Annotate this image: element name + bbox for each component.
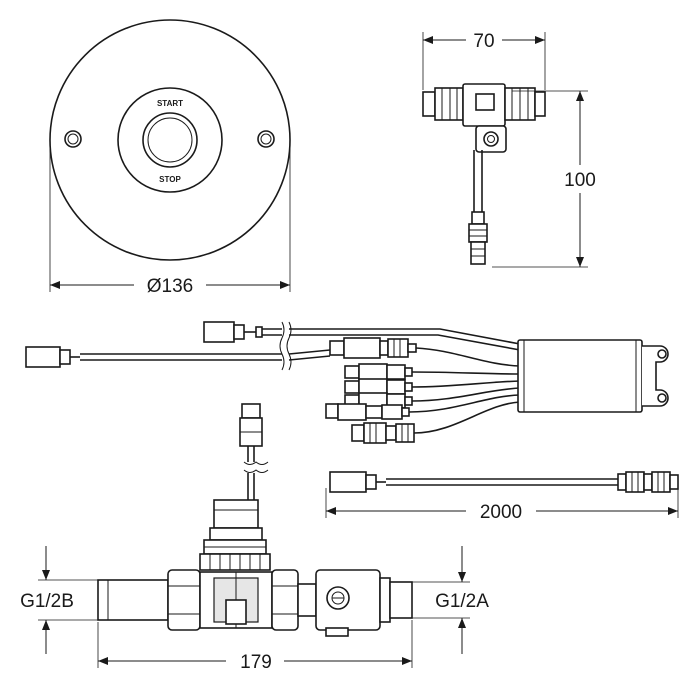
outlet-dimension: G1/2A — [412, 546, 489, 654]
screw-hole-right — [257, 130, 275, 148]
plate-outline — [49, 19, 291, 261]
valve-length-value: 179 — [240, 652, 272, 673]
screw-hole-left — [64, 130, 82, 148]
width-value: 70 — [473, 31, 494, 52]
connector-stack — [325, 337, 417, 444]
inlet-dimension: G1/2B — [20, 546, 100, 654]
cable-length-value: 2000 — [480, 502, 522, 523]
cable-length-dimension: 2000 — [325, 488, 679, 523]
start-label: START — [157, 99, 183, 108]
inlet-thread-label: G1/2B — [20, 591, 74, 612]
button-inner — [147, 117, 193, 163]
diameter-dimension: Ø136 — [49, 140, 291, 297]
valve-length-dimension: 179 — [97, 620, 413, 673]
width-dimension: 70 — [422, 31, 546, 90]
control-module — [517, 339, 669, 413]
height-value: 100 — [564, 170, 596, 191]
button-ring — [117, 87, 223, 193]
cable-harness — [25, 321, 521, 444]
diameter-value: Ø136 — [147, 276, 193, 297]
button-outer — [142, 112, 198, 168]
height-dimension: 100 — [492, 90, 596, 268]
extension-cable — [329, 471, 679, 493]
button-plate: START STOP — [49, 19, 291, 261]
valve-assembly — [97, 403, 413, 637]
outlet-thread-label: G1/2A — [435, 591, 489, 612]
stop-label: STOP — [159, 175, 181, 184]
sensor-unit — [422, 83, 546, 265]
